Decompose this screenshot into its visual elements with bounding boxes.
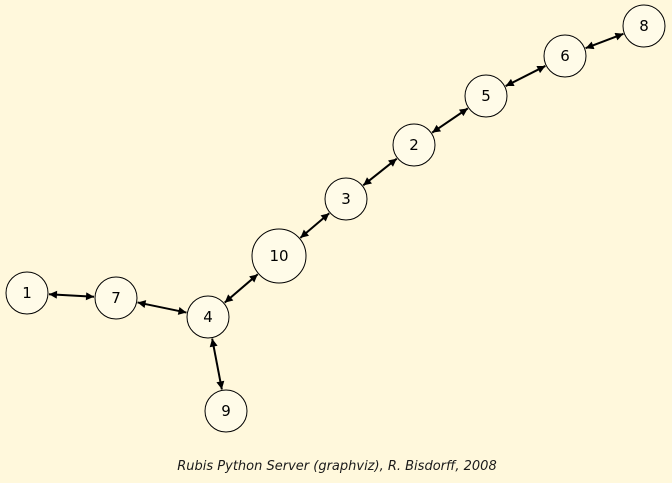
node-2: 2 — [392, 123, 436, 167]
node-circle-10 — [251, 228, 307, 284]
edge-4-9 — [209, 338, 225, 390]
node-circle-2 — [392, 123, 436, 167]
node-9: 9 — [204, 389, 248, 433]
node-circle-9 — [204, 389, 248, 433]
edge-7-4 — [137, 300, 187, 315]
edges-layer — [48, 32, 624, 390]
edge-3-2 — [362, 157, 398, 187]
node-circle-6 — [543, 34, 587, 78]
node-label-9: 9 — [221, 402, 231, 420]
node-3: 3 — [324, 177, 368, 221]
node-label-3: 3 — [341, 190, 351, 208]
edge-5-6 — [505, 65, 546, 87]
node-circle-1 — [5, 271, 49, 315]
node-8: 8 — [622, 4, 666, 48]
node-1: 1 — [5, 271, 49, 315]
node-4: 4 — [186, 295, 230, 339]
node-label-1: 1 — [22, 284, 32, 302]
node-label-2: 2 — [409, 136, 419, 154]
node-circle-3 — [324, 177, 368, 221]
node-7: 7 — [94, 276, 138, 320]
node-circle-4 — [186, 295, 230, 339]
node-label-8: 8 — [639, 17, 649, 35]
node-label-6: 6 — [560, 47, 570, 65]
node-6: 6 — [543, 34, 587, 78]
node-label-4: 4 — [203, 308, 213, 326]
node-label-10: 10 — [269, 247, 288, 265]
node-label-5: 5 — [481, 87, 491, 105]
edge-1-7 — [48, 290, 95, 301]
edge-6-8 — [585, 32, 624, 50]
edge-10-3 — [299, 212, 330, 239]
nodes-layer: 1 7 4 9 10 3 2 5 6 8 — [5, 4, 666, 433]
node-circle-7 — [94, 276, 138, 320]
caption: Rubis Python Server (graphviz), R. Bisdo… — [177, 459, 496, 474]
node-circle-8 — [622, 4, 666, 48]
node-circle-5 — [464, 74, 508, 118]
node-label-7: 7 — [111, 289, 121, 307]
edge-4-10 — [224, 273, 259, 304]
node-10: 10 — [251, 228, 307, 284]
node-5: 5 — [464, 74, 508, 118]
edge-2-5 — [431, 107, 469, 134]
